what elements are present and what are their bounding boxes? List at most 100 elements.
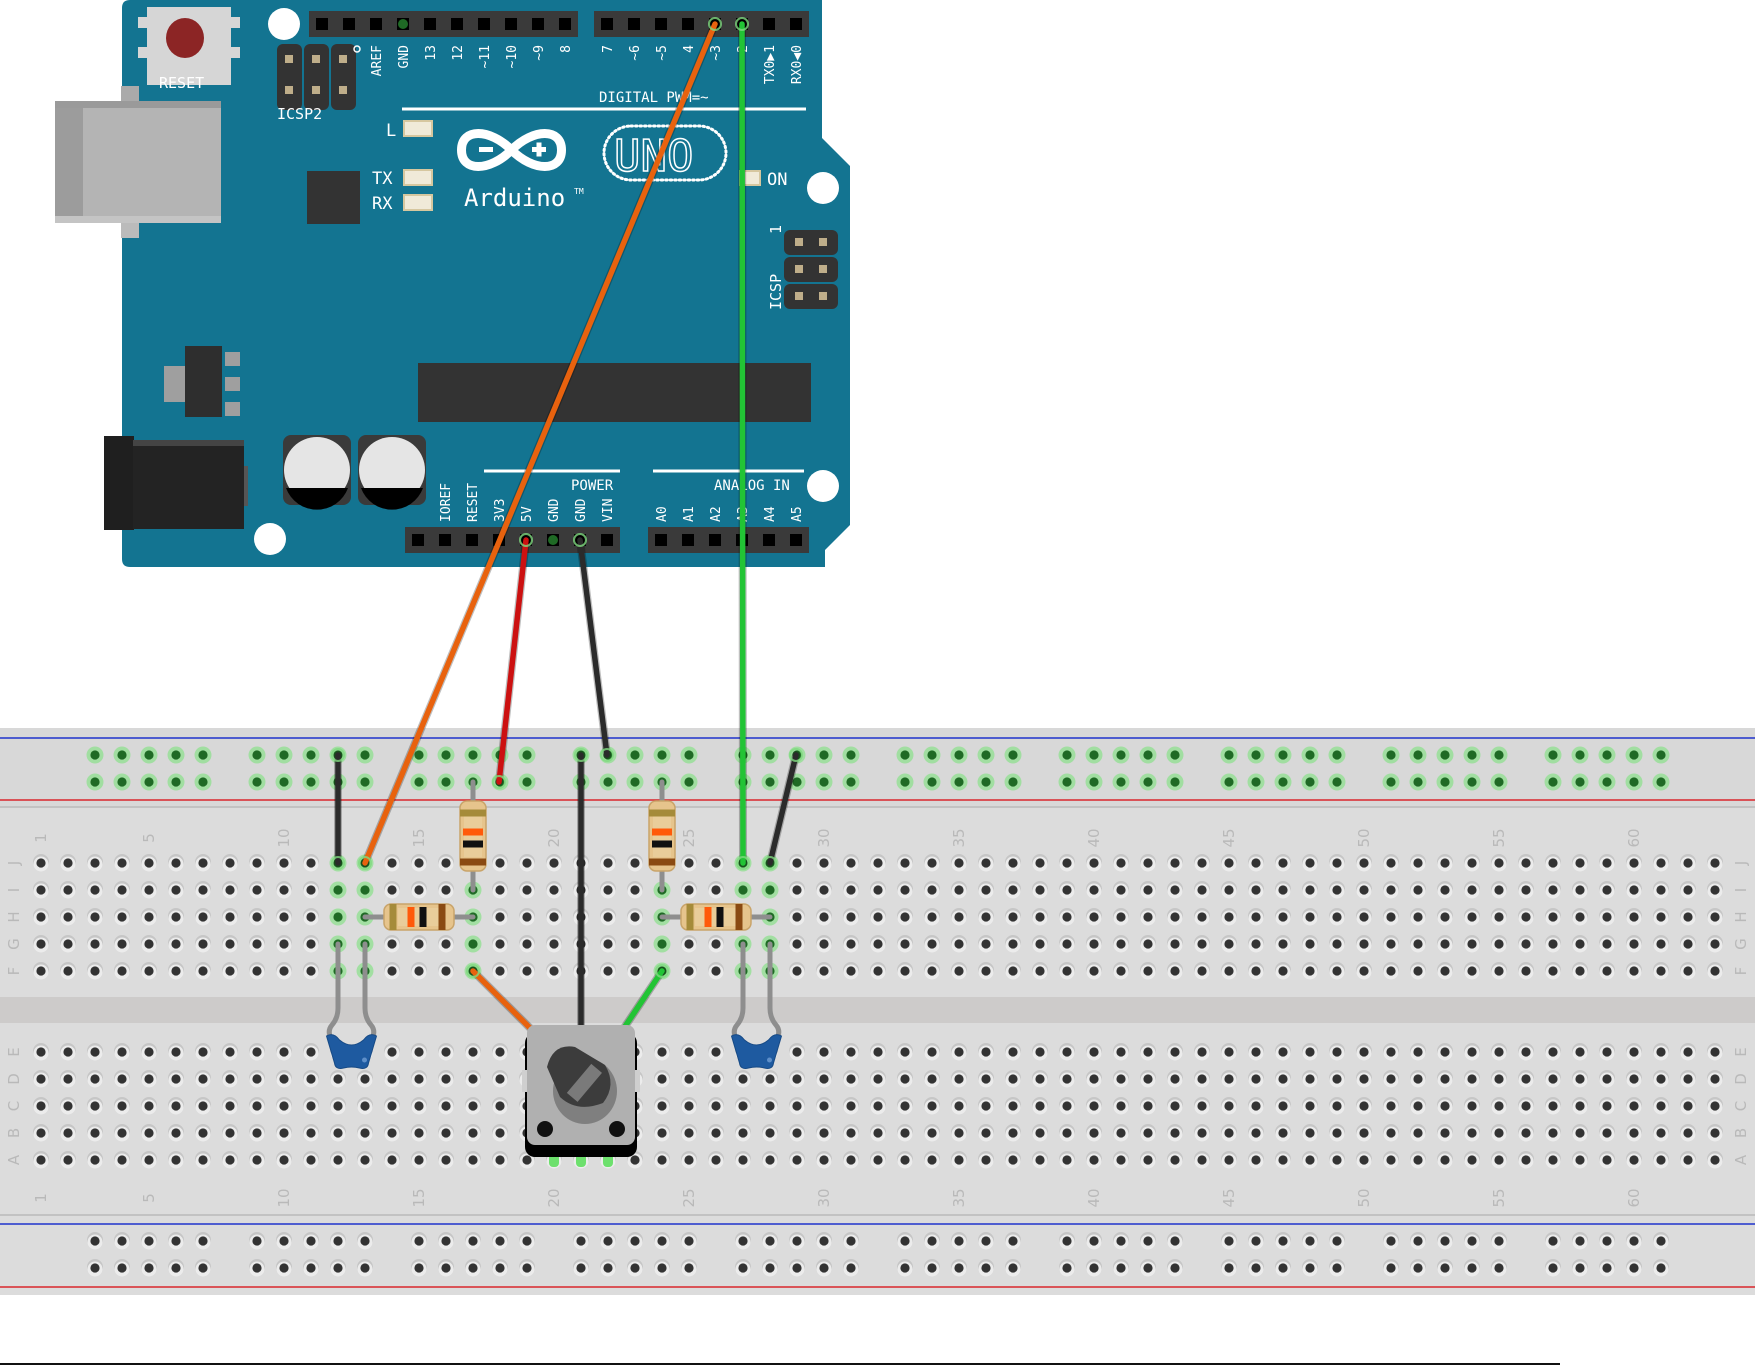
breadboard-hole[interactable]	[1224, 1128, 1234, 1138]
breadboard-hole[interactable]	[1467, 1074, 1477, 1084]
breadboard-hole[interactable]	[279, 750, 289, 760]
breadboard-hole[interactable]	[414, 777, 424, 787]
breadboard-hole[interactable]	[954, 966, 964, 976]
breadboard-hole[interactable]	[1494, 912, 1504, 922]
breadboard-hole[interactable]	[792, 939, 802, 949]
breadboard-hole[interactable]	[117, 1128, 127, 1138]
resistor[interactable]	[362, 903, 476, 931]
breadboard-hole[interactable]	[1170, 885, 1180, 895]
breadboard-hole[interactable]	[90, 1128, 100, 1138]
breadboard-hole[interactable]	[873, 966, 883, 976]
breadboard-hole[interactable]	[90, 885, 100, 895]
breadboard-hole[interactable]	[873, 1155, 883, 1165]
breadboard-hole[interactable]	[603, 1263, 613, 1273]
breadboard-hole[interactable]	[1116, 885, 1126, 895]
breadboard-hole[interactable]	[1656, 1128, 1666, 1138]
breadboard-hole[interactable]	[1251, 750, 1261, 760]
breadboard-hole[interactable]	[252, 912, 262, 922]
breadboard-hole[interactable]	[63, 885, 73, 895]
breadboard-hole[interactable]	[819, 939, 829, 949]
breadboard-hole[interactable]	[1089, 912, 1099, 922]
breadboard-hole[interactable]	[873, 1101, 883, 1111]
breadboard-hole[interactable]	[684, 885, 694, 895]
wire-endpoint[interactable]	[492, 775, 506, 789]
jumper-gnd-j28[interactable]	[763, 748, 803, 870]
breadboard-hole[interactable]	[1602, 1155, 1612, 1165]
breadboard-hole[interactable]	[1359, 1101, 1369, 1111]
breadboard-hole[interactable]	[792, 885, 802, 895]
breadboard-hole[interactable]	[1143, 858, 1153, 868]
breadboard-hole[interactable]	[36, 912, 46, 922]
header-pin[interactable]	[601, 534, 613, 546]
breadboard-hole[interactable]	[117, 1236, 127, 1246]
breadboard-hole[interactable]	[1170, 1263, 1180, 1273]
breadboard-hole[interactable]	[954, 750, 964, 760]
breadboard-hole[interactable]	[117, 1074, 127, 1084]
breadboard-hole[interactable]	[414, 750, 424, 760]
breadboard-hole[interactable]	[792, 966, 802, 976]
breadboard-hole[interactable]	[1359, 1155, 1369, 1165]
breadboard-hole[interactable]	[36, 1128, 46, 1138]
breadboard-hole[interactable]	[1467, 777, 1477, 787]
breadboard-hole[interactable]	[927, 966, 937, 976]
breadboard-hole[interactable]	[1656, 966, 1666, 976]
resistor[interactable]	[648, 779, 676, 893]
breadboard-hole[interactable]	[279, 966, 289, 976]
breadboard-hole[interactable]	[927, 939, 937, 949]
wire-endpoint[interactable]	[331, 856, 345, 870]
header-pin[interactable]	[628, 18, 640, 30]
breadboard-hole[interactable]	[954, 1263, 964, 1273]
breadboard-hole[interactable]	[1035, 1074, 1045, 1084]
breadboard-hole[interactable]	[1548, 1155, 1558, 1165]
breadboard-hole[interactable]	[1494, 1074, 1504, 1084]
breadboard-hole[interactable]	[765, 1263, 775, 1273]
breadboard-hole[interactable]	[1413, 939, 1423, 949]
breadboard-hole[interactable]	[1413, 1236, 1423, 1246]
breadboard-hole[interactable]	[630, 777, 640, 787]
breadboard-hole[interactable]	[765, 777, 775, 787]
breadboard-hole[interactable]	[1710, 1074, 1720, 1084]
wire-endpoint[interactable]	[358, 856, 372, 870]
breadboard-hole[interactable]	[225, 939, 235, 949]
breadboard-hole[interactable]	[900, 1101, 910, 1111]
breadboard-hole[interactable]	[927, 858, 937, 868]
breadboard-hole[interactable]	[1143, 750, 1153, 760]
breadboard-hole[interactable]	[1143, 939, 1153, 949]
breadboard-hole[interactable]	[1008, 1074, 1018, 1084]
breadboard-hole[interactable]	[549, 858, 559, 868]
breadboard-hole[interactable]	[90, 1047, 100, 1057]
breadboard-hole[interactable]	[1548, 858, 1558, 868]
breadboard-hole[interactable]	[738, 1155, 748, 1165]
breadboard-hole[interactable]	[684, 777, 694, 787]
breadboard-hole[interactable]	[711, 1128, 721, 1138]
breadboard-hole[interactable]	[738, 885, 748, 895]
breadboard-hole[interactable]	[306, 858, 316, 868]
breadboard-hole[interactable]	[144, 939, 154, 949]
breadboard-hole[interactable]	[1035, 885, 1045, 895]
header-pin[interactable]	[790, 534, 802, 546]
breadboard-hole[interactable]	[819, 777, 829, 787]
breadboard-hole[interactable]	[846, 1074, 856, 1084]
breadboard-hole[interactable]	[1359, 858, 1369, 868]
breadboard-hole[interactable]	[252, 966, 262, 976]
breadboard-hole[interactable]	[1278, 912, 1288, 922]
breadboard-hole[interactable]	[90, 1074, 100, 1084]
breadboard-hole[interactable]	[1170, 777, 1180, 787]
breadboard-hole[interactable]	[603, 777, 613, 787]
breadboard-hole[interactable]	[1656, 1236, 1666, 1246]
breadboard-hole[interactable]	[279, 1074, 289, 1084]
breadboard-hole[interactable]	[1116, 1074, 1126, 1084]
breadboard-hole[interactable]	[954, 912, 964, 922]
breadboard-hole[interactable]	[1683, 1128, 1693, 1138]
breadboard-hole[interactable]	[1521, 1155, 1531, 1165]
breadboard-hole[interactable]	[603, 858, 613, 868]
breadboard-hole[interactable]	[1467, 885, 1477, 895]
breadboard-hole[interactable]	[1710, 966, 1720, 976]
header-pin[interactable]	[343, 18, 355, 30]
breadboard-hole[interactable]	[1710, 858, 1720, 868]
breadboard-hole[interactable]	[225, 885, 235, 895]
breadboard-hole[interactable]	[387, 1047, 397, 1057]
breadboard-hole[interactable]	[1170, 750, 1180, 760]
wire-endpoint[interactable]	[600, 748, 614, 762]
breadboard-hole[interactable]	[441, 1236, 451, 1246]
